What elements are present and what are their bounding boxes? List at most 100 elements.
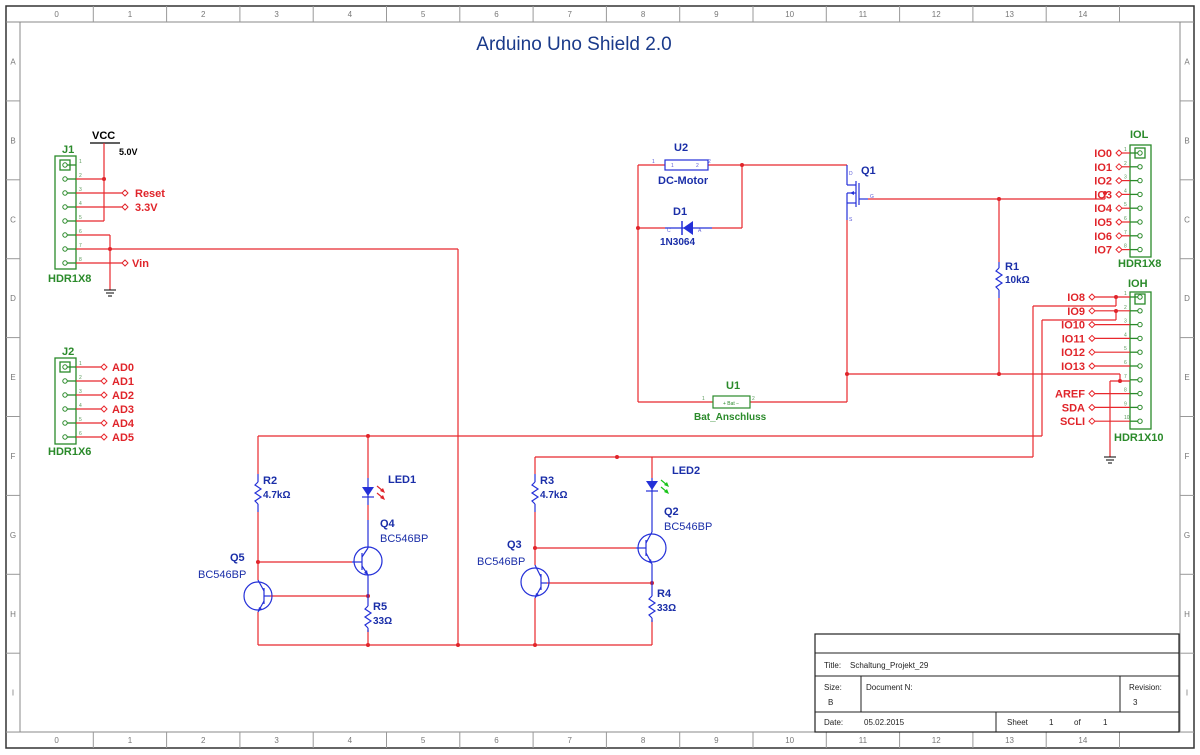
component-R5-resistor[interactable]: R5 33Ω [363,596,392,632]
column-label: 2 [201,10,206,19]
J1-pin[interactable]: 4 [62,201,82,210]
row-label: B [1184,136,1189,145]
tb-revision-value: 3 [1133,698,1138,707]
LED1-ref: LED1 [388,474,416,486]
Q5-ref: Q5 [230,552,245,564]
pin-number: 6 [1124,360,1127,366]
component-U1-battery[interactable]: + Bat − U1 Bat_Anschluss 1 2 [694,380,767,423]
title-block: Title: Schaltung_Projekt_29 Size: B Docu… [814,633,1180,733]
svg-text:1: 1 [652,159,655,165]
component-R3-resistor[interactable]: R3 4.7kΩ [530,474,567,512]
column-label: 14 [1078,736,1087,745]
component-R2-resistor[interactable]: R2 4.7kΩ [253,474,290,512]
R3-value: 4.7kΩ [540,490,567,501]
row-label: H [10,610,16,619]
component-U2-dc-motor[interactable]: U2 DC-Motor 1 1 2 2 [652,142,711,187]
component-LED1[interactable]: LED1 [362,474,416,505]
J1-pin[interactable]: 6 [62,229,82,238]
R5-value: 33Ω [373,616,392,627]
pin-number: 4 [79,201,82,207]
IOH-type: HDR1X10 [1114,432,1164,444]
J1-pin[interactable]: 1 [62,159,82,168]
J1-ref: J1 [62,144,74,156]
Q2-ref: Q2 [664,506,679,518]
component-D1-diode[interactable]: D1 1N3064 C A [660,206,712,248]
J1-pin[interactable]: 2 [62,173,82,182]
column-label: 8 [641,736,646,745]
R1-value: 10kΩ [1005,275,1030,286]
net-label: SDA [1062,402,1085,414]
U2-value: DC-Motor [658,175,709,187]
sheet-title: Arduino Uno Shield 2.0 [476,34,671,55]
column-label: 4 [348,736,353,745]
component-Q5-transistor[interactable]: Q5 BC546BP [198,552,273,613]
component-Q1-mosfet[interactable]: Q1 D G S [846,165,876,223]
net-label: IO2 [1094,176,1112,188]
J1-pin[interactable]: 7 [62,243,82,252]
column-label: 6 [494,10,499,19]
header-IOH[interactable]: IOH 1IO82IO93IO104IO115IO126IO1378AREF9S… [1055,278,1163,444]
component-Q2-transistor[interactable]: Q2 BC546BP [636,506,712,583]
row-label: I [1186,689,1188,698]
column-label: 0 [54,10,59,19]
column-label: 3 [274,736,279,745]
row-label: A [10,57,16,66]
pin-number: 9 [1124,401,1127,407]
component-Q4-transistor[interactable]: Q4 BC546BP [352,518,428,596]
net-label: IO11 [1062,333,1085,345]
Q3-value: BC546BP [477,556,525,568]
tb-document-label: Document N: [866,683,913,692]
row-label: E [10,373,15,382]
IOH-pin[interactable]: 9 SDA [1062,401,1143,414]
net-label-reset: Reset [135,188,165,200]
component-Q3-transistor[interactable]: Q3 BC546BP [477,539,550,599]
J1-pin[interactable]: 3 [62,187,82,196]
net-label: SCLI [1060,416,1085,428]
pin-number: 5 [79,215,82,221]
IOH-pin[interactable]: 7 [1124,374,1143,383]
tb-date-label: Date: [824,718,843,727]
component-LED2[interactable]: LED2 [646,465,700,505]
row-label: H [1184,610,1190,619]
pin-number: 8 [79,257,82,263]
Q2-value: BC546BP [664,521,712,533]
J1-pin[interactable]: 8 [62,257,82,266]
component-R4-resistor[interactable]: R4 33Ω [647,583,676,622]
ground-symbol-ioh [1104,381,1116,464]
column-label: 8 [641,10,646,19]
component-R1-resistor[interactable]: R1 10kΩ [994,261,1030,298]
pin-number: 1 [1124,291,1127,297]
column-label: 5 [421,736,426,745]
tb-date-value: 05.02.2015 [864,718,905,727]
pin-number: 3 [79,389,82,395]
J1-pin[interactable]: 5 [62,215,82,224]
